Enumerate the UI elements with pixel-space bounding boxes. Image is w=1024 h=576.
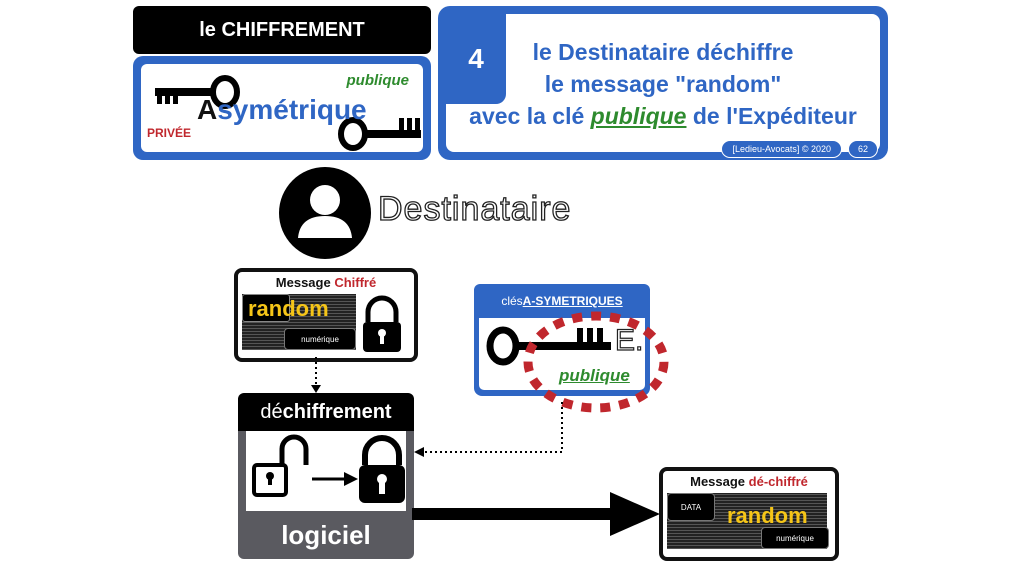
numeric-tag: numérique	[284, 328, 356, 350]
card-title: Message dé-chiffré	[690, 474, 808, 489]
card-title: Message Chiffré	[275, 275, 377, 290]
recipient-label: Destinataire	[377, 189, 572, 228]
random-word: random	[727, 503, 808, 528]
step-number: 4	[446, 14, 506, 104]
step-title-box: 4 le Destinataire déchiffre le message "…	[438, 6, 888, 160]
banner-title: le CHIFFREMENT	[199, 18, 365, 41]
owner-initial: E.	[614, 323, 644, 357]
numeric-tag: numérique	[761, 527, 829, 549]
random-word: random	[248, 296, 329, 321]
asymmetric-label: Asymétrique	[197, 94, 367, 125]
public-key-label: publique	[559, 366, 630, 385]
public-label: publique	[346, 72, 410, 89]
private-label: PRIVÉE	[147, 126, 192, 140]
chiffrement-banner: le CHIFFREMENT	[133, 6, 431, 54]
software-label: logiciel	[238, 511, 414, 559]
data-tag: DATA	[667, 493, 715, 521]
asymmetric-keys-card: E. publique	[474, 318, 650, 396]
private-key-icon	[155, 75, 240, 109]
credit-badge: [Ledieu-Avocats] © 2020	[721, 140, 842, 158]
lock-open-icon	[252, 434, 309, 497]
dotted-arrow-down	[311, 357, 321, 393]
page-number: 62	[847, 140, 878, 158]
lock-closed-icon	[359, 435, 405, 503]
big-arrow-right	[412, 492, 660, 536]
step-title: le Destinataire déchiffre le message "ra…	[469, 39, 857, 129]
encrypted-message-card: Message Chiffré random numérique	[234, 268, 418, 362]
decrypted-message-card: Message dé-chiffré DATA random numérique	[659, 467, 839, 561]
public-key-icon	[338, 117, 421, 151]
dotted-arrow-left	[414, 402, 563, 457]
lock-closed-icon	[363, 295, 401, 352]
decryption-body	[238, 431, 414, 511]
user-icon	[279, 167, 371, 259]
asymmetric-box: Asymétrique publique PRIVÉE	[133, 56, 431, 160]
highlight-circle	[523, 311, 669, 413]
key-icon	[486, 326, 611, 366]
asymmetric-keys-header: clés A-SYMETRIQUES	[474, 284, 650, 318]
arrow-right-icon	[312, 472, 358, 486]
